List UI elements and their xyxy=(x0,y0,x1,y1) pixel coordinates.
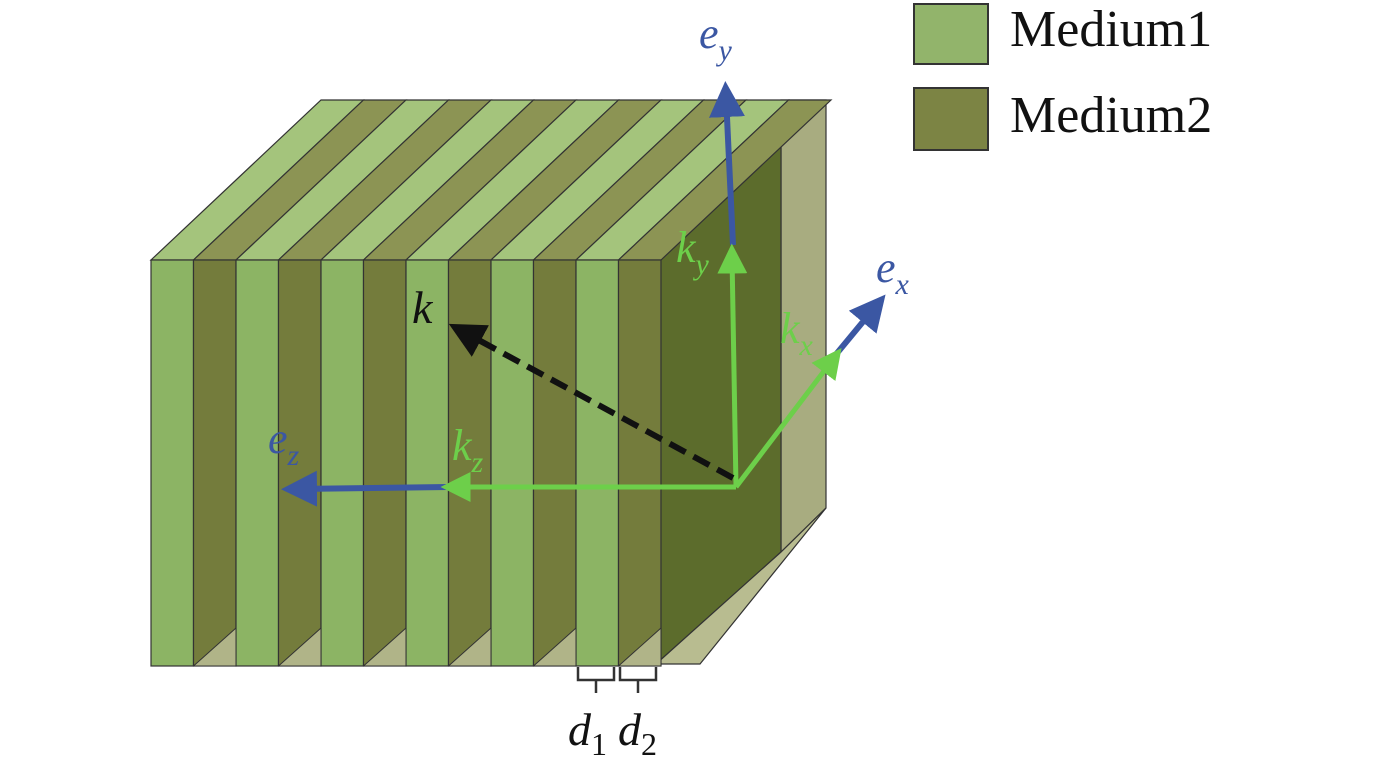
layer-gap-shading xyxy=(617,626,662,667)
legend-swatch-medium1 xyxy=(913,3,989,65)
layer-gap-shading xyxy=(362,626,407,667)
e-y-label: ey xyxy=(699,9,733,67)
k-y-label: ky xyxy=(676,223,710,281)
d1-label: d1 xyxy=(568,704,607,762)
k-vector-arrow xyxy=(448,323,735,481)
medium1-layer xyxy=(150,259,195,667)
e-x-label: ex xyxy=(876,243,910,301)
e-z-label: ez xyxy=(268,414,300,472)
e-y-arrow xyxy=(709,81,745,246)
k-x-label: kx xyxy=(780,304,814,362)
medium2-layer xyxy=(617,259,662,667)
layer-gap-shading xyxy=(447,626,492,667)
medium1-layer xyxy=(235,259,280,667)
medium1-layer xyxy=(490,259,535,667)
k-z-label: kz xyxy=(452,421,484,479)
medium2-layer xyxy=(192,259,237,667)
medium2-layer xyxy=(362,259,407,667)
e-z-arrow xyxy=(281,470,449,507)
medium1-layer xyxy=(405,259,450,667)
d2-label: d2 xyxy=(618,704,657,762)
k-x-arrow xyxy=(734,348,842,489)
layer-gap-shading xyxy=(532,626,577,667)
legend-label-medium2: Medium2 xyxy=(1010,87,1212,144)
layer-gap-shading xyxy=(192,626,237,667)
thickness-brackets xyxy=(576,667,658,693)
medium2-layer xyxy=(532,259,577,667)
legend-swatch-medium2 xyxy=(913,87,989,151)
legend-label-medium1: Medium1 xyxy=(1010,1,1212,58)
medium1-layer xyxy=(320,259,365,667)
k-label: k xyxy=(412,282,434,333)
legend: Medium1 Medium2 xyxy=(913,1,1212,151)
e-x-arrow xyxy=(830,294,886,360)
medium1-layer xyxy=(575,259,620,667)
medium2-layer xyxy=(277,259,322,667)
d1-bracket xyxy=(576,667,616,693)
k-y-arrow xyxy=(717,243,748,488)
layer-gap-shading xyxy=(277,626,322,667)
k-components xyxy=(440,243,842,502)
layer-stack xyxy=(149,99,833,667)
d2-bracket xyxy=(618,667,658,693)
